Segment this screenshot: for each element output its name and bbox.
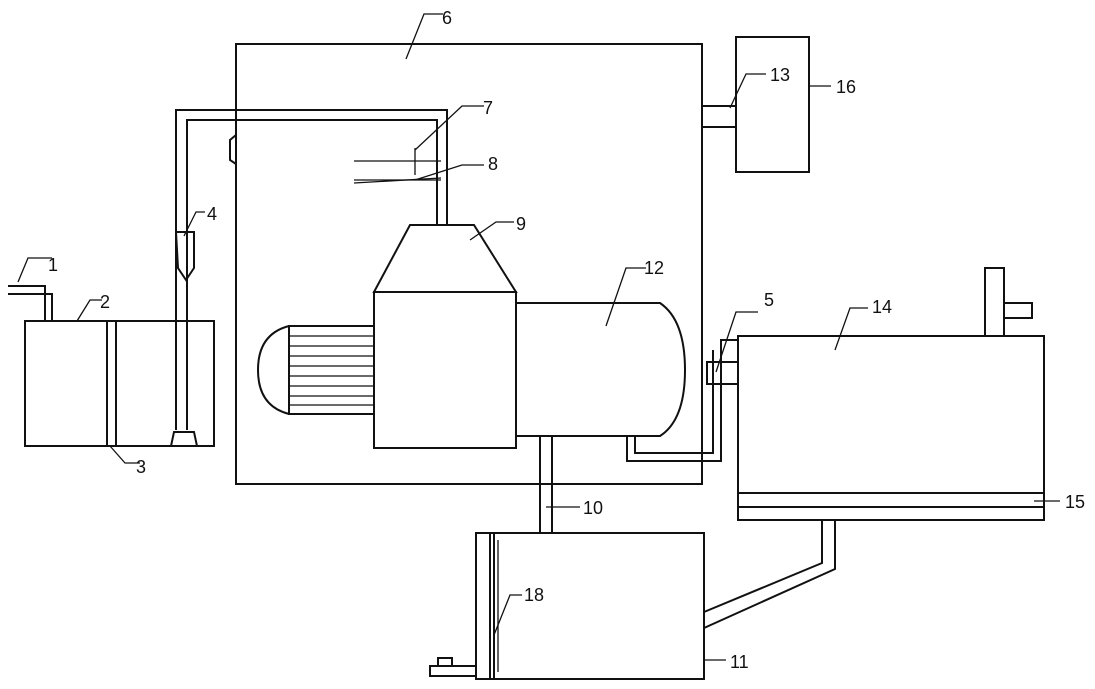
filter-15 — [738, 492, 1044, 508]
label-9: 9 — [516, 214, 526, 234]
label-2: 2 — [100, 292, 110, 312]
part-labels: 1 2 3 4 5 6 7 8 9 10 11 12 13 14 15 16 1… — [48, 8, 1085, 672]
label-6: 6 — [442, 8, 452, 28]
valve-8 — [353, 177, 442, 184]
label-5: 5 — [764, 290, 774, 310]
label-12: 12 — [644, 258, 664, 278]
drum-12 — [516, 302, 687, 437]
label-10: 10 — [583, 498, 603, 518]
pipe-10 — [539, 436, 553, 533]
label-8: 8 — [488, 154, 498, 174]
label-15: 15 — [1065, 492, 1085, 512]
valve-7 — [354, 148, 441, 175]
drain-pipe — [703, 520, 836, 629]
connector-13 — [702, 105, 736, 128]
enclosure-hinge — [229, 134, 237, 165]
motor — [256, 325, 375, 415]
leader-lines — [17, 13, 1060, 661]
hopper-9 — [372, 224, 518, 449]
label-18: 18 — [524, 585, 544, 605]
partition-3 — [106, 321, 117, 446]
label-7: 7 — [483, 98, 493, 118]
label-4: 4 — [207, 204, 217, 224]
label-1: 1 — [48, 255, 58, 275]
box-16 — [735, 36, 810, 173]
connector-5 — [706, 361, 739, 385]
label-3: 3 — [136, 457, 146, 477]
tank-14 — [737, 267, 1045, 521]
label-16: 16 — [836, 77, 856, 97]
container-11 — [429, 532, 705, 680]
label-11: 11 — [730, 652, 749, 672]
tank-2 — [8, 285, 215, 447]
enclosure-6 — [235, 43, 703, 485]
label-13: 13 — [770, 65, 790, 85]
label-14: 14 — [872, 297, 892, 317]
